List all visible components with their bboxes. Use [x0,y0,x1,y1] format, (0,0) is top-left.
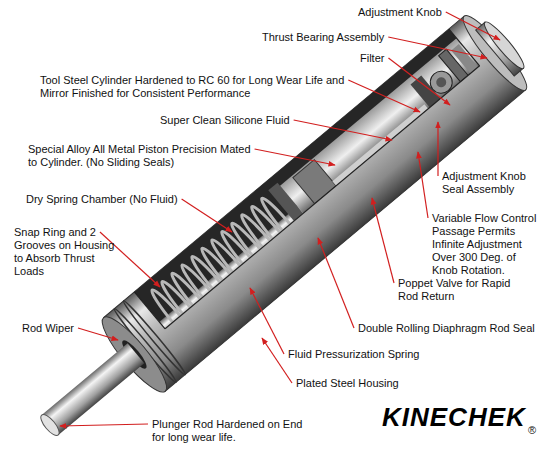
leader-line [294,120,392,140]
part-label: Plated Steel Housing [296,377,399,389]
part-label-box: Fluid Pressurization Spring [288,348,419,361]
part-label: Plunger Rod Hardened on End for long wea… [152,418,302,443]
registered-mark-box: ® [528,424,536,437]
brand-logo-box: KINECHEK [382,402,526,432]
part-label: Dry Spring Chamber (No Fluid) [26,193,178,205]
leader-line [446,12,500,40]
leader-line [78,328,118,340]
part-label: Rod Wiper [22,322,74,334]
part-label: Double Rolling Diaphragm Rod Seal [358,322,535,334]
part-label-box: Tool Steel Cylinder Hardened to RC 60 fo… [40,74,360,100]
part-label: Snap Ring and 2 Grooves on Housing to Ab… [14,226,114,277]
part-label-box: Adjustment Knob Seal Assembly [442,170,537,196]
part-label-box: Adjustment Knob [358,6,442,19]
part-label: Super Clean Silicone Fluid [160,114,290,126]
part-label: Fluid Pressurization Spring [288,348,419,360]
part-label-box: Variable Flow Control Passage Permits In… [432,212,544,277]
registered-mark: ® [528,424,536,436]
part-label: Tool Steel Cylinder Hardened to RC 60 fo… [40,74,344,99]
part-label: Thrust Bearing Assembly [262,31,384,43]
leader-line [388,58,450,105]
part-label-box: Special Alloy All Metal Piston Precision… [28,143,253,169]
part-label-box: Dry Spring Chamber (No Fluid) [26,193,178,206]
part-label-box: Filter [360,52,384,65]
part-label: Filter [360,52,384,64]
leader-line [418,152,428,218]
leader-line [255,149,335,165]
part-label-box: Double Rolling Diaphragm Rod Seal [358,322,535,335]
part-label: Special Alloy All Metal Piston Precision… [28,143,251,168]
leader-line [437,122,438,176]
part-label-box: Snap Ring and 2 Grooves on Housing to Ab… [14,226,119,278]
leader-line [388,37,487,58]
part-label: Poppet Valve for Rapid Rod Return [398,277,510,302]
part-label-box: Plated Steel Housing [296,377,399,390]
part-label: Adjustment Knob [358,6,442,18]
leader-line [262,338,292,383]
leader-line [182,199,232,232]
part-label-box: Plunger Rod Hardened on End for long wea… [152,418,304,444]
leader-line [348,80,420,112]
part-label-box: Thrust Bearing Assembly [262,31,384,44]
part-label-box: Rod Wiper [22,322,74,335]
leader-line [60,424,148,426]
part-label: Adjustment Knob Seal Assembly [442,170,526,195]
leader-line [318,238,354,328]
part-label-box: Super Clean Silicone Fluid [160,114,290,127]
brand-logo: KINECHEK [382,402,526,432]
leader-line [250,288,284,354]
part-label-box: Poppet Valve for Rapid Rod Return [398,277,523,303]
part-label: Variable Flow Control Passage Permits In… [432,212,536,276]
leader-line [372,198,394,283]
